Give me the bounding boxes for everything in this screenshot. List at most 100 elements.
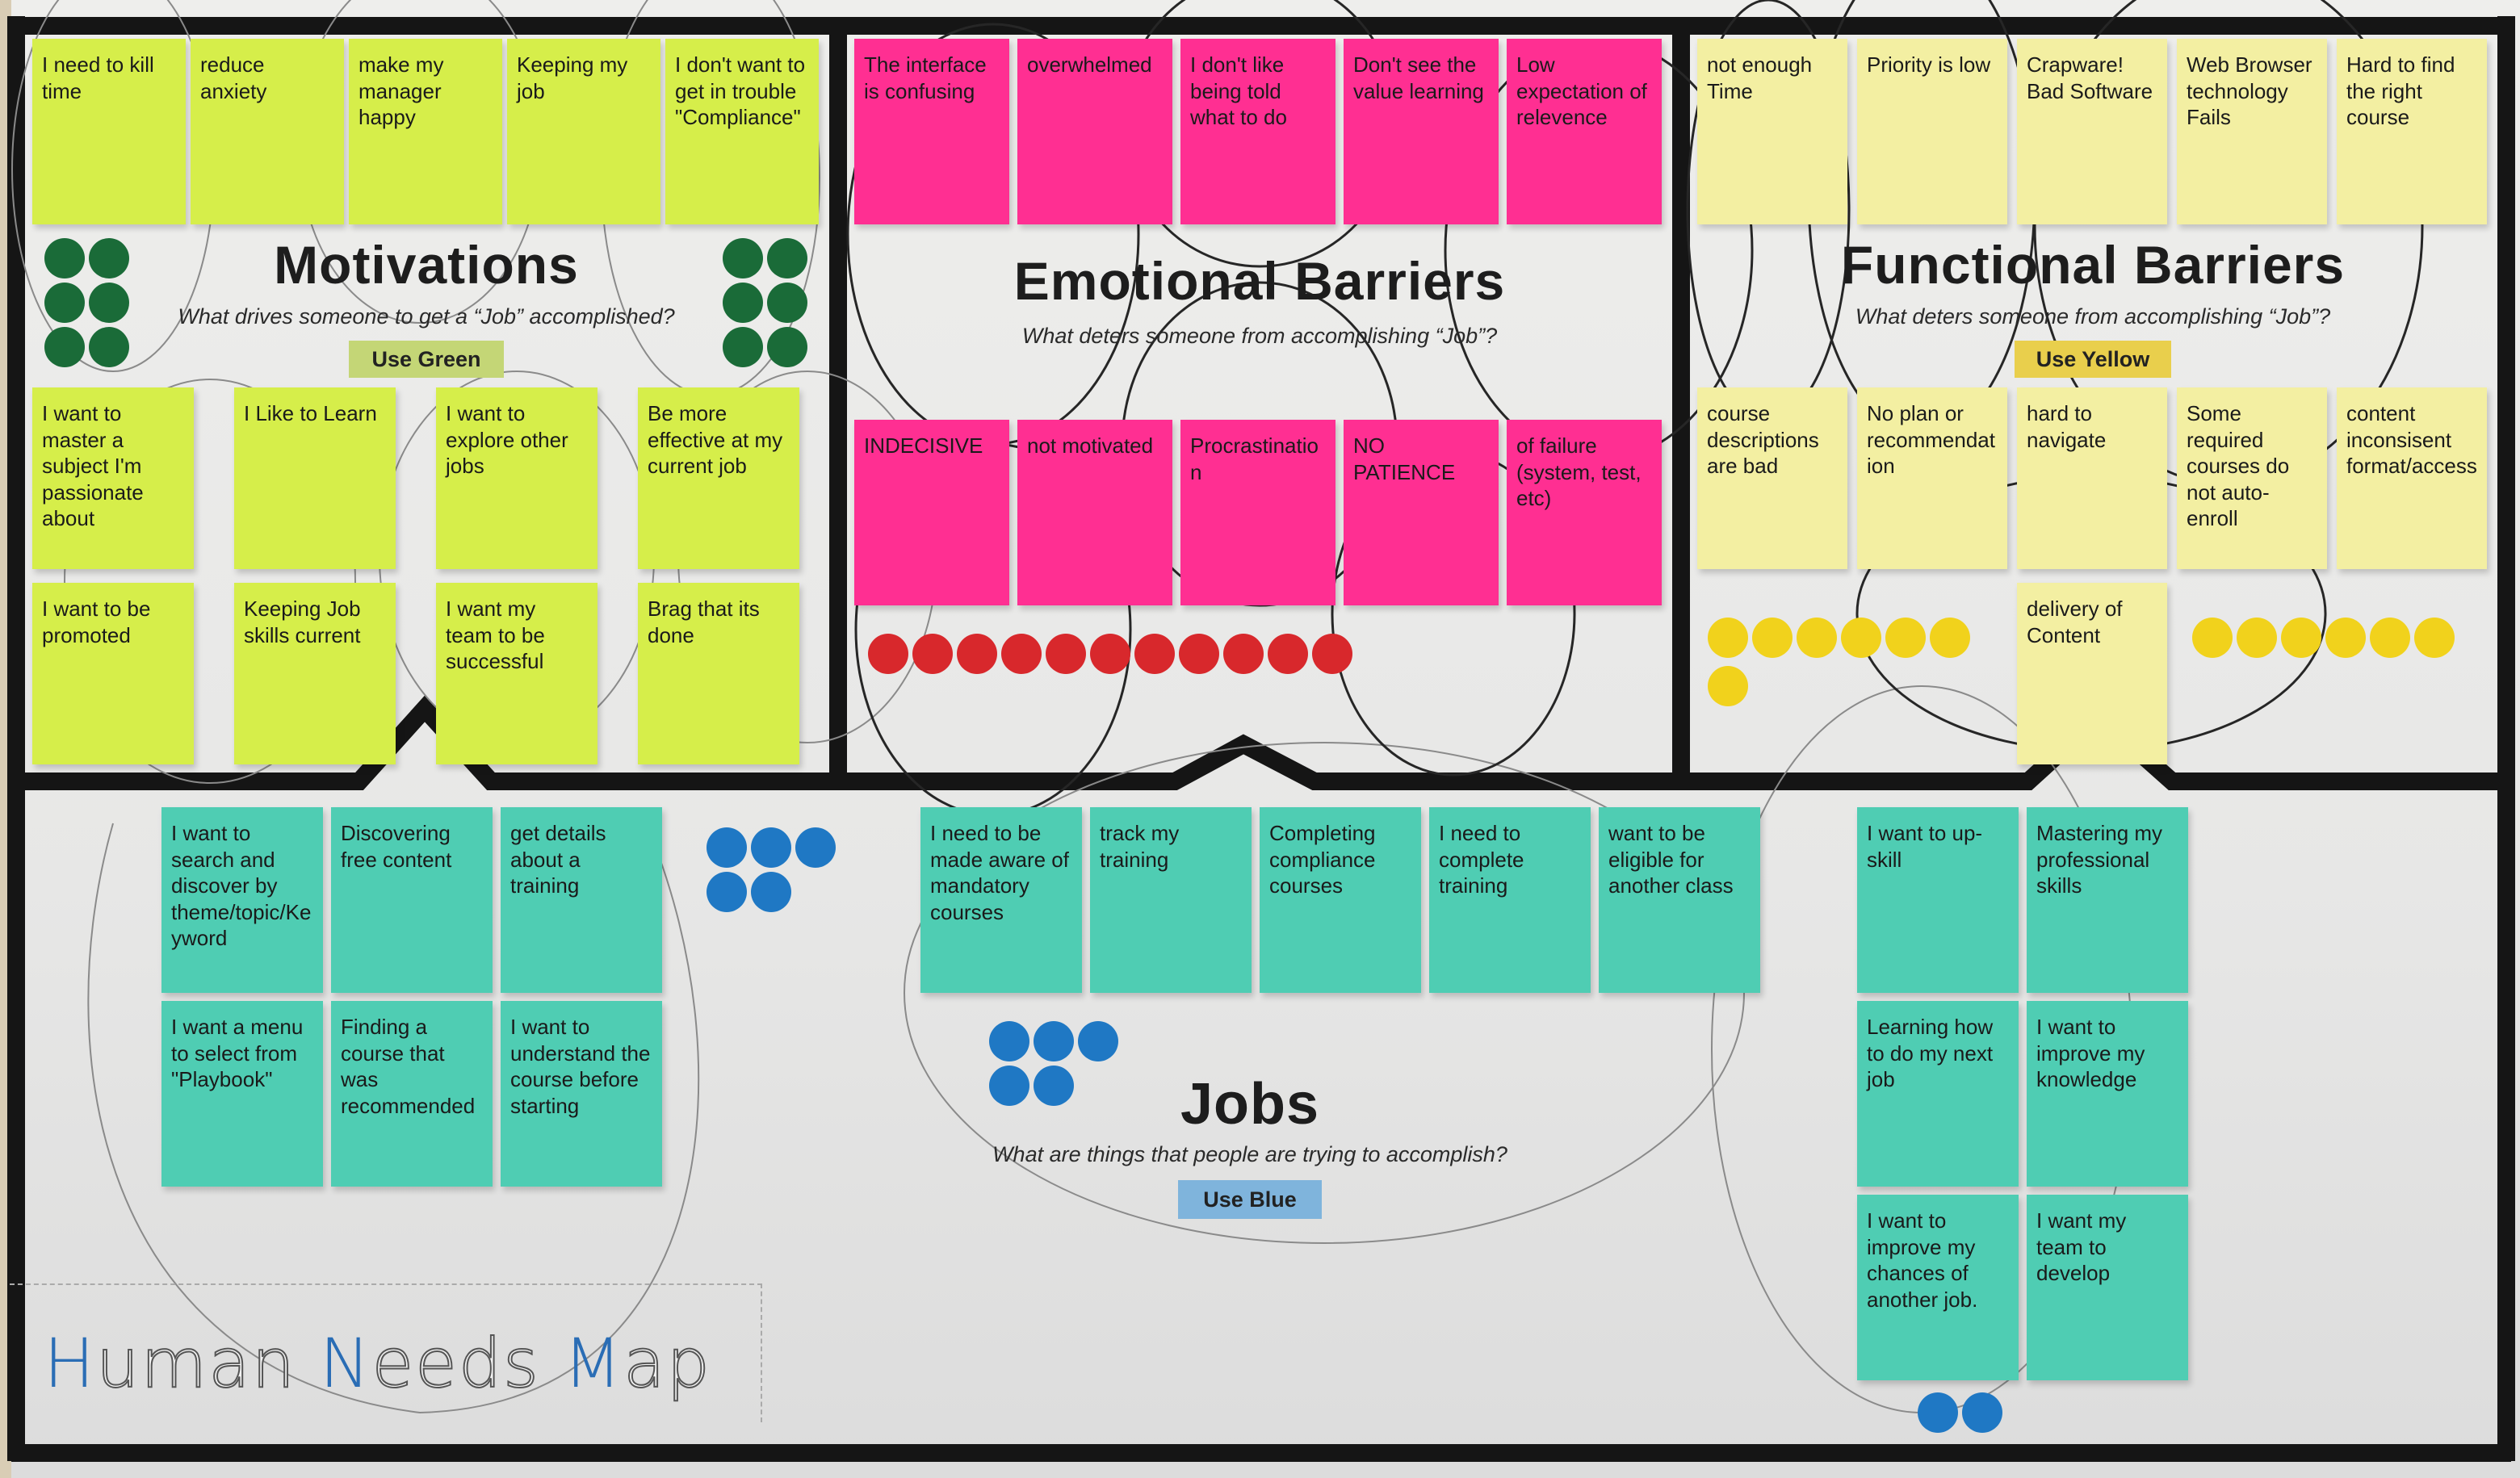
jobs-sticky-note[interactable]: Mastering my professional skills xyxy=(2027,807,2188,993)
blue-dot-sticker xyxy=(707,827,747,868)
title-segment: H xyxy=(44,1324,97,1403)
blue-dot-sticker xyxy=(751,827,791,868)
motivations-sticky-note[interactable]: I want to master a subject I'm passionat… xyxy=(32,387,194,569)
red-dot-sticker xyxy=(1090,634,1130,674)
title-segment: uman xyxy=(95,1323,320,1404)
green-dot-sticker xyxy=(44,238,85,278)
use-green-badge: Use Green xyxy=(349,341,504,378)
jobs-sticky-note[interactable]: Completing compliance courses xyxy=(1260,807,1421,993)
emotional-barriers-sticky-note[interactable]: I don't like being told what to do xyxy=(1180,39,1335,224)
functional-barriers-sticky-note[interactable]: delivery of Content xyxy=(2017,583,2167,764)
yellow-dot-sticker xyxy=(2370,618,2410,658)
emotional-barriers-sticky-note[interactable]: overwhelmed xyxy=(1017,39,1172,224)
blue-dot-sticker xyxy=(1034,1066,1074,1106)
jobs-sticky-note[interactable]: I want to up-skill xyxy=(1857,807,2019,993)
motivations-sticky-note[interactable]: I want to be promoted xyxy=(32,583,194,764)
jobs-sticky-note[interactable]: Learning how to do my next job xyxy=(1857,1001,2019,1187)
blue-dot-sticker xyxy=(751,872,791,912)
blue-dot-sticker xyxy=(989,1021,1029,1061)
green-dot-sticker xyxy=(767,283,807,323)
blue-dot-sticker xyxy=(1918,1392,1958,1433)
motivations-sticky-note[interactable]: make my manager happy xyxy=(349,39,502,224)
jobs-sticky-note[interactable]: get details about a training xyxy=(501,807,662,993)
jobs-sticky-note[interactable]: Finding a course that was recommended xyxy=(331,1001,493,1187)
jobs-sticky-note[interactable]: I want to improve my knowledge xyxy=(2027,1001,2188,1187)
motivations-title: Motivations xyxy=(274,235,579,295)
jobs-sticky-note[interactable]: I want a menu to select from "Playbook" xyxy=(161,1001,323,1187)
functional-barriers-sticky-note[interactable]: No plan or recommendation xyxy=(1857,387,2007,569)
jobs-sticky-note[interactable]: I want to understand the course before s… xyxy=(501,1001,662,1187)
green-dot-sticker xyxy=(767,327,807,367)
functional-barriers-sticky-note[interactable]: hard to navigate xyxy=(2017,387,2167,569)
green-dot-sticker xyxy=(89,327,129,367)
emotional-barriers-sticky-note[interactable]: Don't see the value learning xyxy=(1344,39,1499,224)
use-blue-badge: Use Blue xyxy=(1178,1180,1322,1219)
red-dot-sticker xyxy=(868,634,908,674)
motivations-sticky-note[interactable]: I want to explore other jobs xyxy=(436,387,598,569)
motivations-sticky-note[interactable]: Keeping Job skills current xyxy=(234,583,396,764)
jobs-sticky-note[interactable]: Discovering free content xyxy=(331,807,493,993)
emotional-barriers-sticky-note[interactable]: Low expectation of relevence xyxy=(1507,39,1662,224)
title-segment: N xyxy=(319,1324,372,1403)
motivations-sticky-note[interactable]: Be more effective at my current job xyxy=(638,387,799,569)
jobs-subtitle: What are things that people are trying t… xyxy=(992,1142,1507,1166)
green-dot-sticker xyxy=(44,327,85,367)
jobs-sticky-note[interactable]: want to be eligible for another class xyxy=(1599,807,1760,993)
red-dot-sticker xyxy=(1223,634,1264,674)
title-segment: eeds xyxy=(371,1323,564,1404)
red-dot-sticker xyxy=(957,634,997,674)
jobs-sticky-note[interactable]: I need to complete training xyxy=(1429,807,1591,993)
emotional-barriers-sticky-note[interactable]: of failure (system, test, etc) xyxy=(1507,420,1662,605)
jobs-sticky-note[interactable]: I want to search and discover by theme/t… xyxy=(161,807,323,993)
yellow-dot-sticker xyxy=(1841,618,1881,658)
red-dot-sticker xyxy=(1179,634,1219,674)
functional-barriers-sticky-note[interactable]: content inconsisent format/access xyxy=(2337,387,2487,569)
emotional-barriers-sticky-note[interactable]: INDECISIVE xyxy=(854,420,1009,605)
jobs-sticky-note[interactable]: I want my team to develop xyxy=(2027,1195,2188,1380)
motivations-sticky-note[interactable]: I need to kill time xyxy=(32,39,186,224)
green-dot-sticker xyxy=(44,283,85,323)
title-segment: ap xyxy=(623,1323,711,1404)
red-dot-sticker xyxy=(1312,634,1352,674)
functional-barriers-sticky-note[interactable]: Crapware! Bad Software xyxy=(2017,39,2167,224)
functional-barriers-subtitle: What deters someone from accomplishing “… xyxy=(1855,304,2331,329)
red-dot-sticker xyxy=(1268,634,1308,674)
red-dot-sticker xyxy=(1134,634,1175,674)
emotional-barriers-sticky-note[interactable]: Procrastination xyxy=(1180,420,1335,605)
jobs-sticky-note[interactable]: I want to improve my chances of another … xyxy=(1857,1195,2019,1380)
functional-barriers-sticky-note[interactable]: Some required courses do not auto-enroll xyxy=(2177,387,2327,569)
blue-dot-sticker xyxy=(1078,1021,1118,1061)
jobs-sticky-note[interactable]: I need to be made aware of mandatory cou… xyxy=(920,807,1082,993)
motivations-subtitle: What drives someone to get a “Job” accom… xyxy=(178,304,675,329)
yellow-dot-sticker xyxy=(1708,618,1748,658)
yellow-dot-sticker xyxy=(1930,618,1970,658)
yellow-dot-sticker xyxy=(2281,618,2321,658)
blue-dot-sticker xyxy=(795,827,836,868)
red-dot-sticker xyxy=(1001,634,1042,674)
functional-barriers-sticky-note[interactable]: Web Browser technology Fails xyxy=(2177,39,2327,224)
title-segment: M xyxy=(563,1324,624,1403)
emotional-barriers-subtitle: What deters someone from accomplishing “… xyxy=(1021,324,1498,348)
motivations-sticky-note[interactable]: Keeping my job xyxy=(507,39,660,224)
blue-dot-sticker xyxy=(707,872,747,912)
green-dot-sticker xyxy=(89,283,129,323)
yellow-dot-sticker xyxy=(1752,618,1793,658)
emotional-barriers-sticky-note[interactable]: NO PATIENCE xyxy=(1344,420,1499,605)
functional-barriers-sticky-note[interactable]: Hard to find the right course xyxy=(2337,39,2487,224)
motivations-sticky-note[interactable]: Brag that its done xyxy=(638,583,799,764)
title-box xyxy=(10,1283,762,1422)
jobs-title: Jobs xyxy=(1180,1072,1320,1137)
functional-barriers-sticky-note[interactable]: not enough Time xyxy=(1697,39,1847,224)
emotional-barriers-sticky-note[interactable]: The interface is confusing xyxy=(854,39,1009,224)
use-yellow-badge: Use Yellow xyxy=(2015,341,2171,378)
motivations-sticky-note[interactable]: I Like to Learn xyxy=(234,387,396,569)
emotional-barriers-sticky-note[interactable]: not motivated xyxy=(1017,420,1172,605)
jobs-sticky-note[interactable]: track my training xyxy=(1090,807,1252,993)
functional-barriers-sticky-note[interactable]: Priority is low xyxy=(1857,39,2007,224)
yellow-dot-sticker xyxy=(1885,618,1926,658)
motivations-sticky-note[interactable]: reduce anxiety xyxy=(191,39,344,224)
motivations-sticky-note[interactable]: I don't want to get in trouble "Complian… xyxy=(665,39,819,224)
functional-barriers-sticky-note[interactable]: course descriptions are bad xyxy=(1697,387,1847,569)
motivations-sticky-note[interactable]: I want my team to be successful xyxy=(436,583,598,764)
green-dot-sticker xyxy=(723,283,763,323)
